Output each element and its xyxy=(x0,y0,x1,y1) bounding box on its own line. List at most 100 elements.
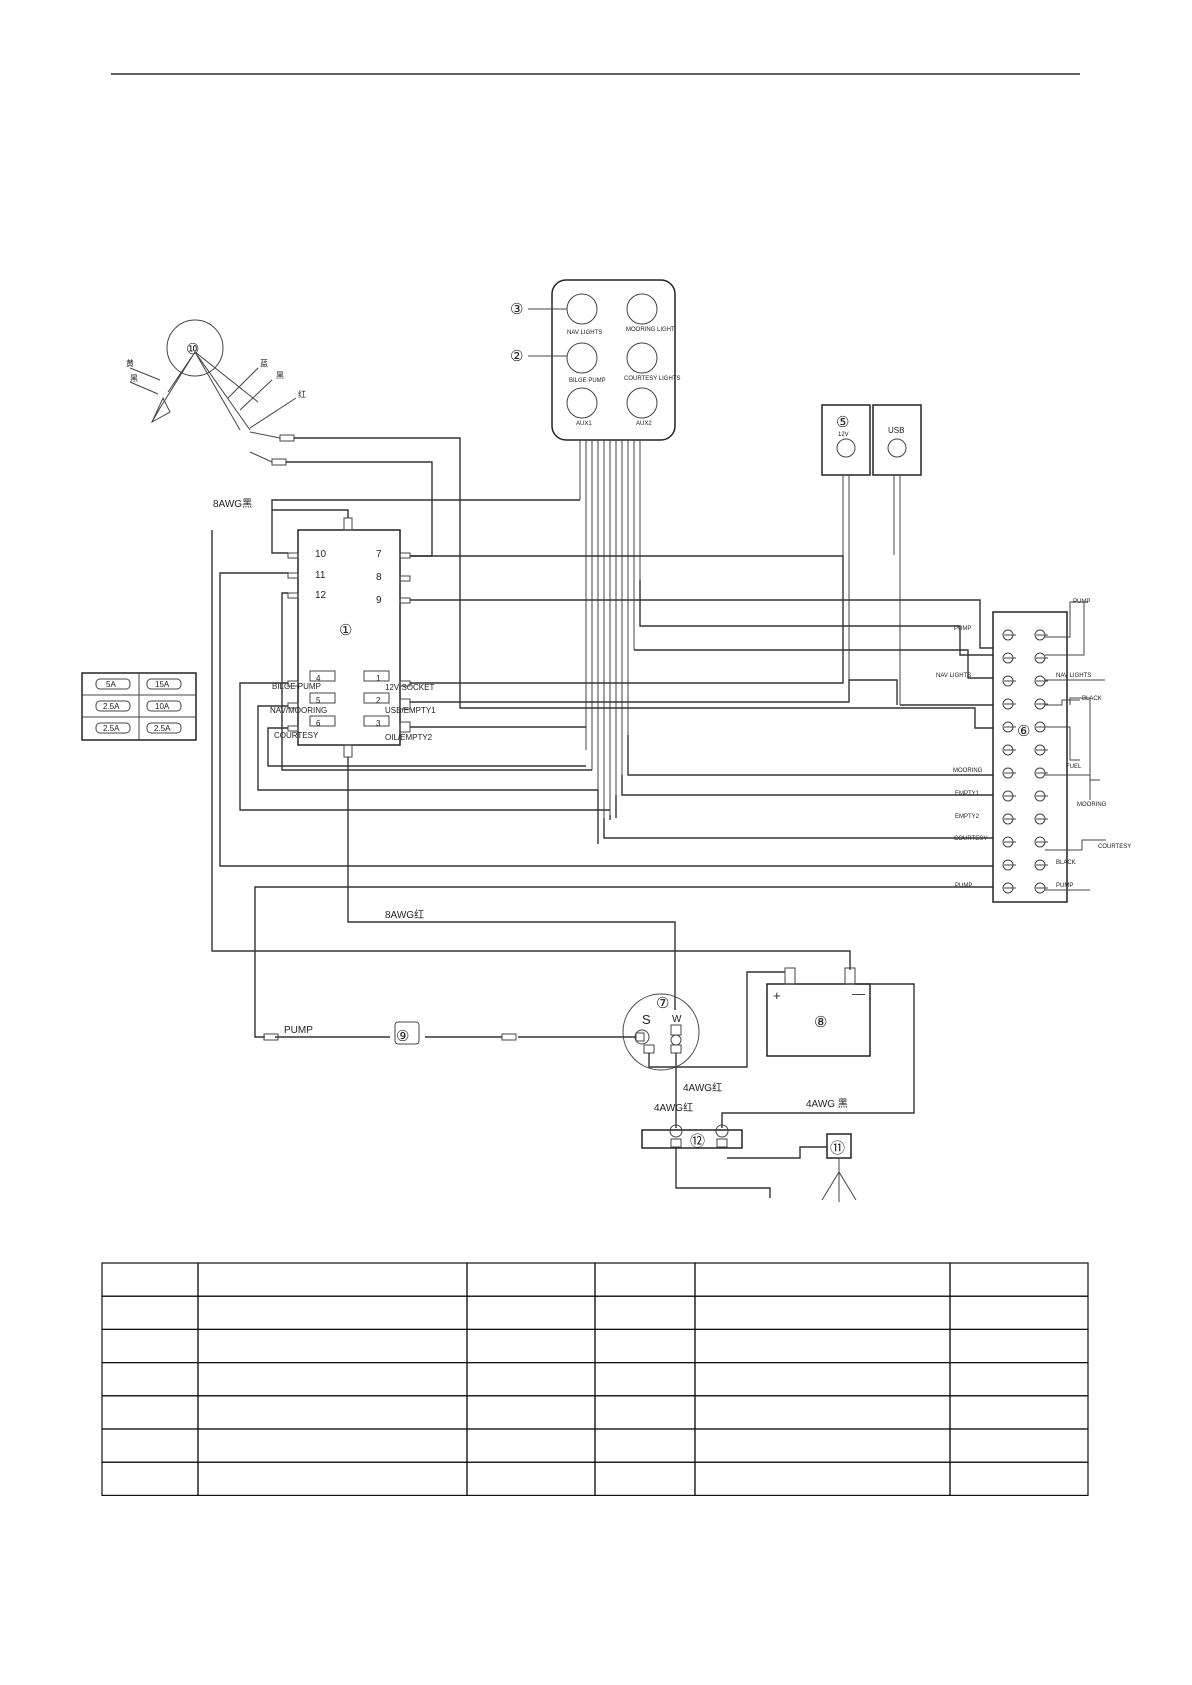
relay-2: 2 xyxy=(376,696,381,705)
fuse-5a: 5A xyxy=(106,680,116,689)
socket-usb-label: USB xyxy=(888,426,904,435)
battery-switch: ⑦ S W ⑨ PUMP 4AWG红 4AWG红 xyxy=(263,971,785,1128)
table-cell xyxy=(949,1361,1089,1397)
gauge-wire-black-b: 黑 xyxy=(276,371,284,380)
fuse-block: 5A 15A 2.5A 10A 2.5A 2.5A xyxy=(81,672,197,741)
strip-label-black-top: BLACK xyxy=(1082,696,1102,702)
fuse-2.5a-a: 2.5A xyxy=(103,702,120,711)
callout-9: ⑨ xyxy=(396,1028,409,1045)
switch-label-mooring-light: MOORING LIGHT xyxy=(626,327,675,333)
table-cell xyxy=(594,1295,696,1330)
relay-3: 3 xyxy=(376,719,381,728)
table-cell xyxy=(101,1395,199,1430)
wire-4awg-red-a: 4AWG红 xyxy=(683,1081,722,1094)
battery-plus: + xyxy=(773,988,781,1003)
wire-pump-label: PUMP xyxy=(284,1025,313,1036)
fuel-gauge: ⑩ 黄 黑 蓝 黑 红 xyxy=(126,319,306,466)
table-cell xyxy=(197,1328,468,1364)
main-label-12v-socket: 12V SOCKET xyxy=(385,683,434,692)
switch-terminal-w: W xyxy=(672,1014,682,1025)
switch-label-aux2: AUX2 xyxy=(636,421,652,427)
callout-8: ⑧ xyxy=(814,1014,827,1031)
wire-8awg-red: 8AWG红 xyxy=(385,908,424,921)
socket-boxes: ⑤ 12V USB xyxy=(821,404,922,705)
strip-label-empty2: EMPTY2 xyxy=(955,814,980,820)
table-cell xyxy=(197,1461,468,1496)
strip-label-pump-bottom-left: PUMP xyxy=(955,883,972,889)
relay-6: 6 xyxy=(316,719,321,728)
table-cell xyxy=(949,1295,1089,1330)
strip-label-pump-left: PUMP xyxy=(954,626,971,632)
strip-label-courtesy-left: COURTESY xyxy=(954,836,987,842)
table-cell xyxy=(101,1461,199,1496)
gauge-wire-black-a: 黑 xyxy=(130,374,138,383)
table-cell xyxy=(101,1361,199,1397)
strip-label-nav-lights-right: NAV LIGHTS xyxy=(1056,673,1091,679)
strip-label-pump-bottom-right: PUMP xyxy=(1056,883,1073,889)
table-cell xyxy=(694,1428,951,1463)
callout-7: ⑦ xyxy=(656,995,669,1012)
table-cell xyxy=(197,1361,468,1397)
table-cell xyxy=(466,1262,596,1297)
switch-label-nav-lights: NAV LIGHTS xyxy=(567,330,602,336)
strip-label-fuel: FUEL xyxy=(1066,764,1082,770)
switch-label-bilge-pump: BILGE PUMP xyxy=(569,378,606,384)
battery-minus: — xyxy=(852,986,865,1001)
table-cell xyxy=(949,1328,1089,1364)
table-cell xyxy=(594,1262,696,1297)
socket-12v-label: 12V xyxy=(838,432,849,438)
strip-label-mooring-right: MOORING xyxy=(1077,802,1107,808)
pin-7: 7 xyxy=(376,549,382,560)
fuse-10a: 10A xyxy=(155,702,170,711)
table-cell xyxy=(594,1395,696,1430)
strip-label-empty1: EMPTY1 xyxy=(955,791,980,797)
strip-label-mooring-left: MOORING xyxy=(953,768,983,774)
table-cell xyxy=(949,1395,1089,1430)
fuse-2.5a-b: 2.5A xyxy=(103,724,120,733)
main-label-oil-empty2: OIL/EMPTY2 xyxy=(385,733,433,742)
table-cell xyxy=(949,1428,1089,1463)
table-cell xyxy=(101,1428,199,1463)
bus-bar: ⑫ ⑪ xyxy=(641,1124,857,1202)
callout-12: ⑫ xyxy=(690,1133,705,1150)
relay-4: 4 xyxy=(316,674,321,683)
table-cell xyxy=(694,1262,951,1297)
callout-2: ② xyxy=(510,348,523,365)
table-cell xyxy=(694,1461,951,1496)
callout-1: ① xyxy=(339,622,352,639)
table-cell xyxy=(466,1395,596,1430)
table-cell xyxy=(101,1328,199,1364)
main-label-courtesy: COURTESY xyxy=(274,731,319,740)
table-cell xyxy=(197,1295,468,1330)
table-cell xyxy=(197,1395,468,1430)
main-label-nav-mooring: NAV/MOORING xyxy=(270,706,327,715)
main-label-usb-empty1: USB/EMPTY1 xyxy=(385,706,436,715)
callout-11: ⑪ xyxy=(830,1140,845,1157)
pin-11: 11 xyxy=(315,570,326,581)
table-cell xyxy=(466,1461,596,1496)
table-cell xyxy=(466,1328,596,1364)
table-cell xyxy=(594,1361,696,1397)
wire-8awg-black: 8AWG黑 xyxy=(213,498,252,510)
switch-label-aux1: AUX1 xyxy=(576,421,592,427)
table-cell xyxy=(949,1262,1089,1297)
table-cell xyxy=(197,1428,468,1463)
relay-1: 1 xyxy=(376,674,381,683)
table-cell xyxy=(694,1395,951,1430)
table-cell xyxy=(594,1428,696,1463)
switch-terminal-s: S xyxy=(642,1012,651,1027)
table-cell xyxy=(594,1461,696,1496)
table-cell xyxy=(694,1361,951,1397)
callout-6: ⑥ xyxy=(1017,723,1030,740)
table-cell xyxy=(949,1461,1089,1496)
parts-table xyxy=(101,1262,1089,1496)
terminal-strip: ⑥ PUMP NAV LIGHTS MOORING EMPTY1 EMPTY2 … xyxy=(936,599,1131,903)
switch-label-courtesy-lights: COURTESY LIGHTS xyxy=(624,376,680,382)
switch-panel: NAV LIGHTS MOORING LIGHT BILGE PUMP COUR… xyxy=(510,279,680,818)
wire-4awg-black: 4AWG 黑 xyxy=(806,1098,848,1110)
table-cell xyxy=(594,1328,696,1364)
wire-routes xyxy=(211,437,995,1038)
pin-8: 8 xyxy=(376,572,382,583)
gauge-wire-yellow: 黄 xyxy=(126,358,134,368)
